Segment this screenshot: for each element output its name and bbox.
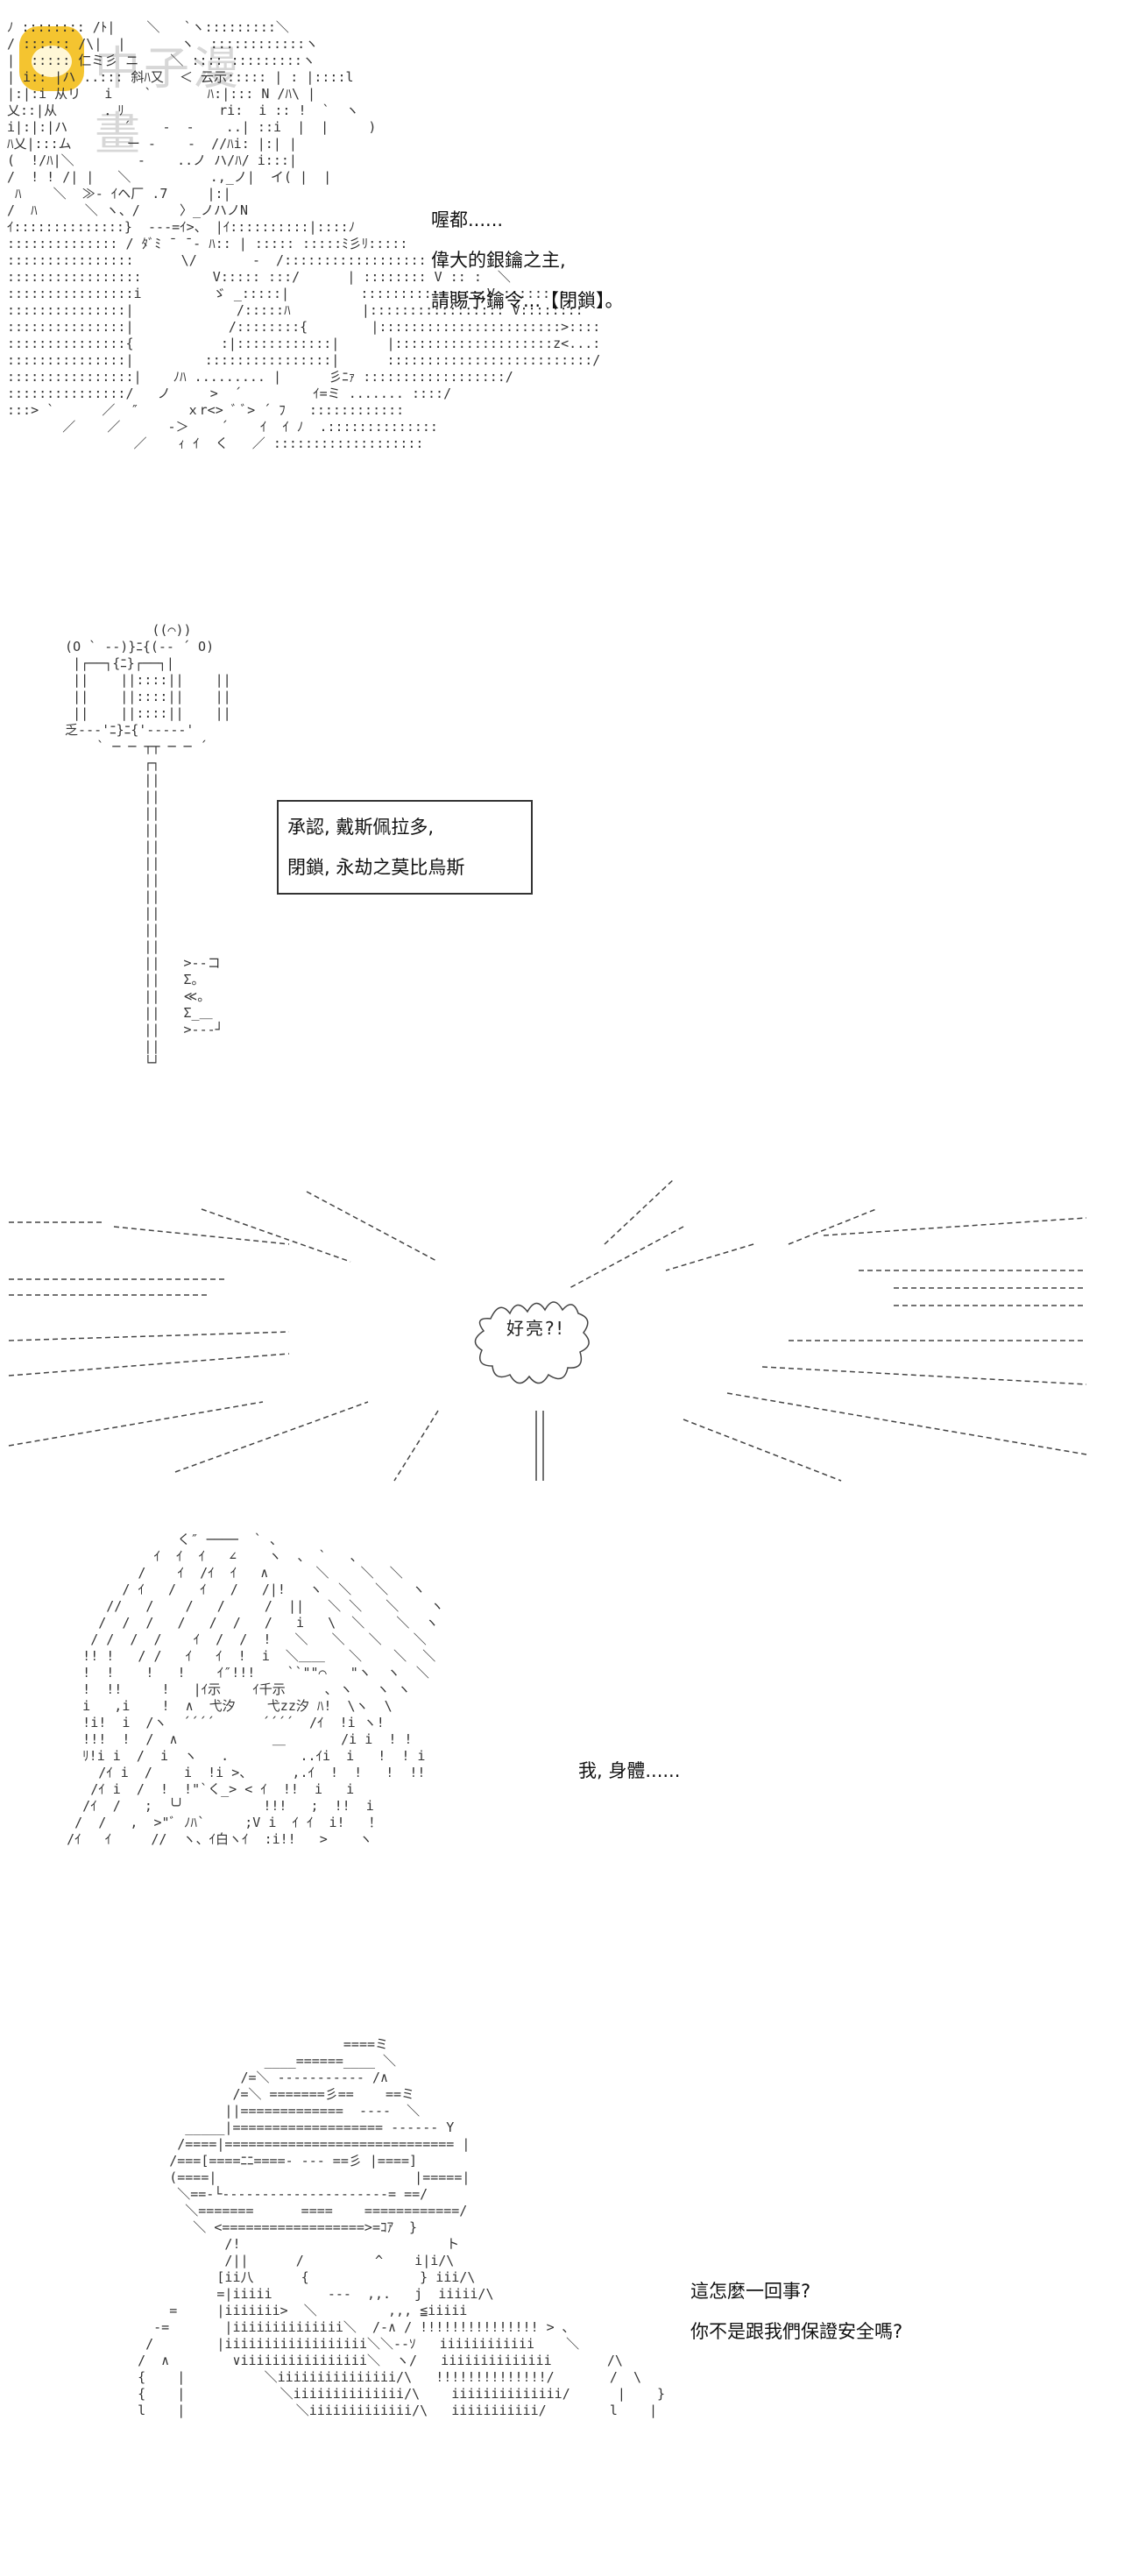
speech-line: 請賜予鑰令...【閉鎖】。 xyxy=(431,290,624,311)
watermark-text: 中子漫畫 xyxy=(95,43,243,161)
speech-panel-1: 喔都...... 偉大的銀鑰之主, 請賜予鑰令...【閉鎖】。 xyxy=(431,200,624,321)
speech-panel-5: 這怎麼一回事? 你不是跟我們保證安全嗎? xyxy=(690,2271,902,2352)
speech-line: 喔都...... xyxy=(431,209,504,230)
speed-lines-flash xyxy=(8,1178,1087,1482)
speech-line: 你不是跟我們保證安全嗎? xyxy=(690,2321,903,2342)
ascii-art-silver-key: ((⌒)) (O ` ‐‐)}ﾆ{(‐‐ ´ O) |┌──┐{ﾆ}┌──┐| … xyxy=(65,622,231,1071)
ascii-art-girl: く″ ──── ` 、 ｲ ｲ ｲ ∠ ヽ 、 ` 、 / ｲ /ｲ ｲ ∧ ＼… xyxy=(67,1532,444,1847)
ascii-art-character-1: ﾉ :::::::: /ﾄ| ＼ `ヽ:::::::::＼ / :::::: /… xyxy=(7,19,601,451)
watermark-logo: 中子漫畫 xyxy=(11,19,256,161)
textbox-line: 承認, 戴斯佩拉多, xyxy=(287,817,435,838)
speech-line: 偉大的銀鑰之主, xyxy=(431,250,566,271)
mascot-face-detail xyxy=(32,46,72,77)
speech-panel-4: 我, 身體...... xyxy=(578,1751,680,1791)
textbox-line: 閉鎖, 永劫之莫比烏斯 xyxy=(287,857,465,878)
ascii-art-character-hat: ====ミ ____======____ ＼ /=＼ ‐‐‐‐‐‐‐‐‐‐‐ /… xyxy=(138,2036,666,2418)
sfx-bright-text: 好亮?! xyxy=(506,1318,565,1339)
spell-textbox: 承認, 戴斯佩拉多, 閉鎖, 永劫之莫比烏斯 xyxy=(277,800,533,895)
speech-line: 我, 身體...... xyxy=(578,1760,681,1781)
speech-line: 這怎麼一回事? xyxy=(690,2281,811,2302)
